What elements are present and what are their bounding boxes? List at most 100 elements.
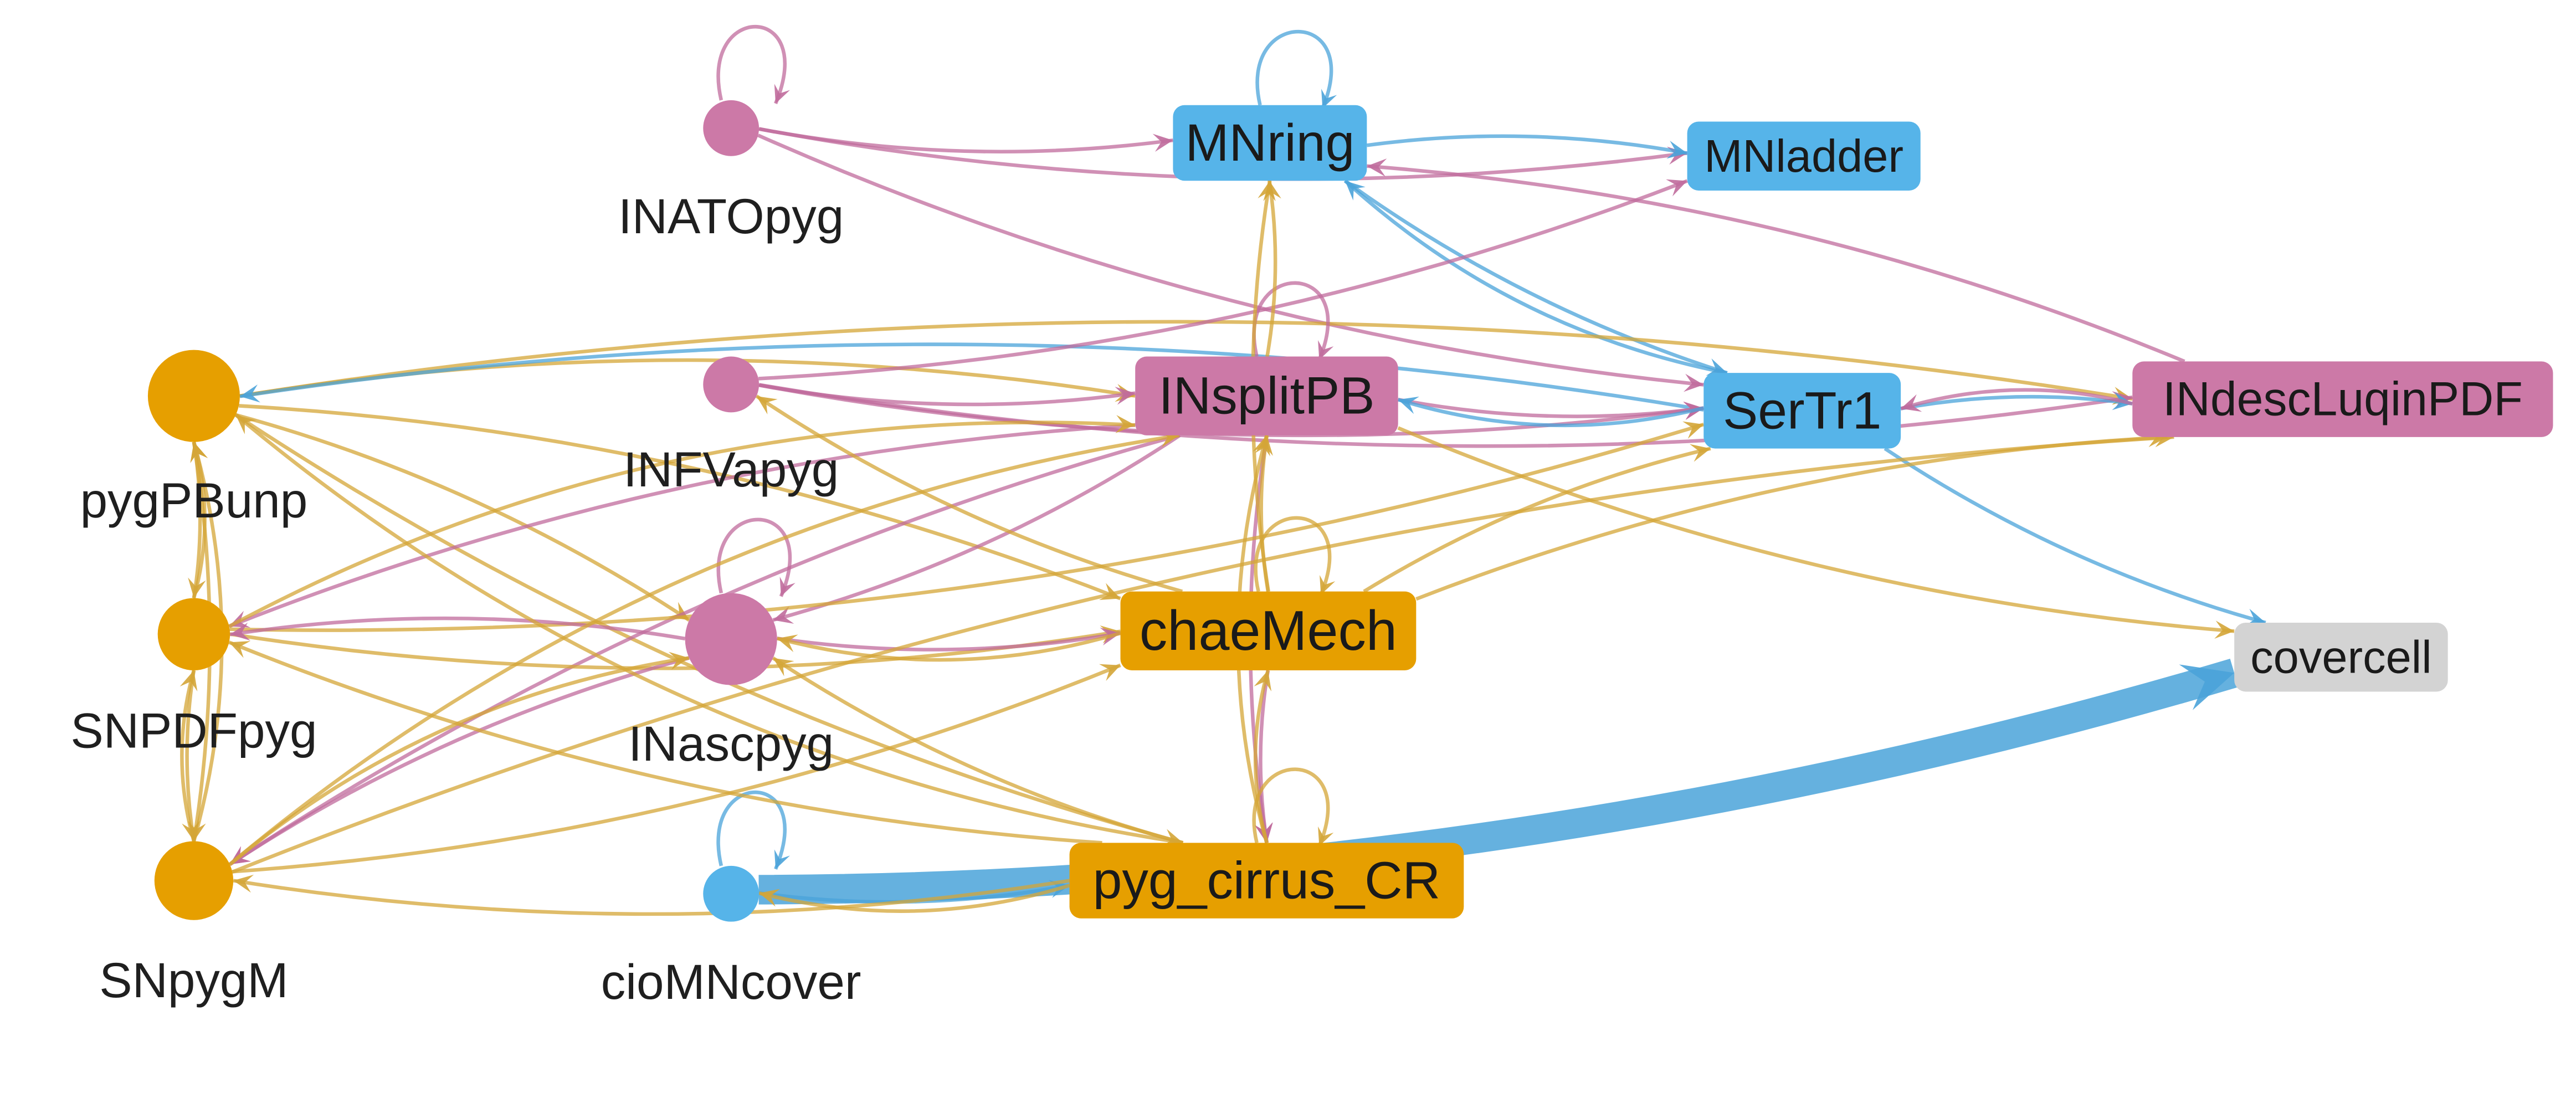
node-pyg_cirrus_CR: pyg_cirrus_CR	[1069, 843, 1464, 919]
edge-pyg_cirrus_CR-to-cioMNcover	[758, 884, 1070, 913]
edge-MNring-to-SerTr1	[1344, 179, 1728, 375]
edge-MNring-to-MNring	[1255, 29, 1333, 109]
edge-cioMNcover-to-covercell	[758, 658, 2239, 905]
node-label-INsplitPB: INsplitPB	[1158, 367, 1374, 425]
arrowhead-INascpyg-loop	[779, 576, 796, 597]
edge-SNpygM-to-INsplitPB	[228, 433, 1180, 866]
arrowhead-chaeMech-loop	[1320, 575, 1336, 595]
edge-SerTr1-to-MNring	[1343, 179, 1728, 375]
arrowhead-pyg_cirrus_CR-to-pygPBunp	[235, 414, 256, 434]
node-circle-SNPDFpyg	[157, 598, 230, 670]
edges-layer	[179, 25, 2266, 916]
edge-SNpygM-to-INdescLuqinPDF	[232, 435, 2174, 874]
edge-INATOpyg-to-INATOpyg	[716, 25, 787, 105]
node-label-cioMNcover: cioMNcover	[601, 954, 861, 1009]
node-box-chaeMech	[1120, 591, 1417, 670]
node-box-pyg_cirrus_CR	[1069, 843, 1464, 919]
edge-SerTr1-to-INdescLuqinPDF	[1900, 394, 2133, 411]
edge-SNPDFpyg-to-SNpygM	[185, 670, 196, 842]
node-cioMNcover: cioMNcover	[601, 865, 861, 1009]
edge-SNpygM-to-INascpyg	[228, 656, 690, 866]
edge-pyg_cirrus_CR-to-SNPDFpyg	[228, 640, 1102, 845]
edge-chaeMech-to-INdescLuqinPDF	[1415, 435, 2168, 601]
node-label-INATOpyg: INATOpyg	[618, 188, 844, 244]
edge-INFVapyg-to-MNladder	[758, 179, 1688, 381]
edge-SNpygM-to-chaeMech	[232, 663, 1121, 874]
arrowhead-INascpyg-to-SNPDFpyg	[230, 622, 251, 641]
edge-INascpyg-to-SNPDFpyg	[229, 616, 686, 641]
arrowhead-MNring-to-MNladder	[1666, 141, 1687, 159]
edge-INdescLuqinPDF-to-SerTr1	[1900, 388, 2133, 411]
node-box-INdescLuqinPDF	[2132, 361, 2553, 437]
arrowhead-cioMNcover-to-covercell	[2179, 664, 2235, 710]
node-SNpygM: SNpygM	[99, 841, 289, 1008]
node-label-SNpygM: SNpygM	[99, 952, 288, 1008]
node-SNPDFpyg: SNPDFpyg	[70, 598, 317, 758]
edge-INFVapyg-to-INdescLuqinPDF	[758, 383, 2133, 448]
node-circle-INATOpyg	[703, 100, 760, 156]
node-label-INFVapyg: INFVapyg	[623, 442, 839, 497]
edge-pyg_cirrus_CR-to-INascpyg	[772, 656, 1184, 845]
edge-INsplitPB-to-covercell	[1397, 426, 2235, 633]
node-box-MNring	[1173, 105, 1367, 181]
edge-chaeMech-to-INFVapyg	[755, 394, 1183, 593]
arrowhead-SNpygM-to-chaeMech	[1099, 664, 1121, 681]
node-INdescLuqinPDF: INdescLuqinPDF	[2132, 361, 2553, 437]
edge-chaeMech-to-INascpyg	[776, 631, 1121, 662]
node-circle-SNpygM	[154, 841, 234, 920]
node-INATOpyg: INATOpyg	[618, 100, 844, 244]
edge-SerTr1-to-INsplitPB	[1397, 398, 1705, 428]
arrowhead-INsplitPB-loop	[1318, 340, 1334, 360]
arrowhead-pyg_cirrus_CR-to-chaeMech	[1254, 670, 1272, 692]
arrowhead-pyg_cirrus_CR-to-INsplitPB	[1253, 435, 1270, 456]
node-INsplitPB: INsplitPB	[1135, 356, 1398, 435]
arrowhead-SNpygM-to-pygPBunp	[190, 442, 208, 463]
arrowhead-pyg_cirrus_CR-to-INascpyg	[773, 658, 794, 676]
arrowhead-pyg_cirrus_CR-loop	[1318, 826, 1334, 847]
arrowhead-INsplitPB-to-covercell	[2214, 620, 2235, 639]
node-SerTr1: SerTr1	[1703, 373, 1901, 449]
node-covercell: covercell	[2234, 622, 2448, 692]
edge-SNPDFpyg-to-INsplitPB	[228, 420, 1136, 628]
node-label-INdescLuqinPDF: INdescLuqinPDF	[2163, 373, 2523, 426]
arrowhead-INATOpyg-to-SerTr1	[1683, 373, 1704, 392]
arrowhead-chaeMech-to-MNring	[1258, 181, 1276, 202]
node-circle-cioMNcover	[703, 865, 760, 922]
arrowhead-pygPBunp-to-chaeMech	[1099, 583, 1121, 600]
edge-pyg_cirrus_CR-to-SNpygM	[233, 879, 1070, 916]
edge-INdescLuqinPDF-to-MNring	[1367, 164, 2185, 363]
node-label-SNPDFpyg: SNPDFpyg	[70, 702, 317, 758]
edge-INsplitPB-to-SerTr1	[1398, 398, 1704, 418]
arrowhead-SNPDFpyg-to-INsplitPB	[1115, 415, 1136, 433]
edge-pyg_cirrus_CR-to-pygPBunp	[234, 413, 1183, 845]
node-label-INascpyg: INascpyg	[628, 716, 834, 771]
node-box-MNladder	[1687, 121, 1921, 191]
node-label-MNladder: MNladder	[1704, 130, 1903, 182]
edge-INsplitPB-to-SNpygM	[229, 433, 1180, 866]
arrowhead-pyg_cirrus_CR-to-cioMNcover	[759, 889, 780, 907]
arrowhead-chaeMech-to-INascpyg	[777, 634, 798, 653]
arrowhead-INATOpyg-to-MNring	[1152, 134, 1173, 152]
edge-chaeMech-to-pyg_cirrus_CR	[1259, 670, 1270, 843]
arrowhead-INsplitPB-to-INascpyg	[773, 606, 794, 624]
arrowhead-SerTr1-to-INsplitPB	[1398, 396, 1419, 414]
node-chaeMech: chaeMech	[1120, 591, 1417, 670]
edge-SNpygM-to-SNPDFpyg	[180, 670, 196, 842]
arrowhead-chaeMech-to-INFVapyg	[756, 396, 778, 414]
node-INascpyg: INascpyg	[628, 593, 834, 771]
node-MNring: MNring	[1173, 105, 1367, 181]
arrowhead-pyg_cirrus_CR-to-SNpygM	[233, 874, 254, 893]
edge-INascpyg-to-SNpygM	[229, 656, 690, 866]
arrowhead-SNpygM-to-SNPDFpyg	[179, 670, 198, 691]
edge-INsplitPB-to-SNPDFpyg	[228, 423, 1136, 628]
edge-INascpyg-to-chaeMech	[777, 631, 1121, 652]
edge-pygPBunp-to-INascpyg	[235, 413, 690, 622]
node-box-INsplitPB	[1135, 356, 1398, 435]
edge-cioMNcover-to-cioMNcover	[716, 791, 787, 870]
arrowhead-INFVapyg-to-INsplitPB	[1115, 387, 1136, 405]
node-MNladder: MNladder	[1687, 121, 1921, 191]
arrowhead-SNpygM-to-INascpyg	[669, 652, 689, 670]
arrowhead-INdescLuqinPDF-to-SerTr1	[1901, 394, 1922, 412]
